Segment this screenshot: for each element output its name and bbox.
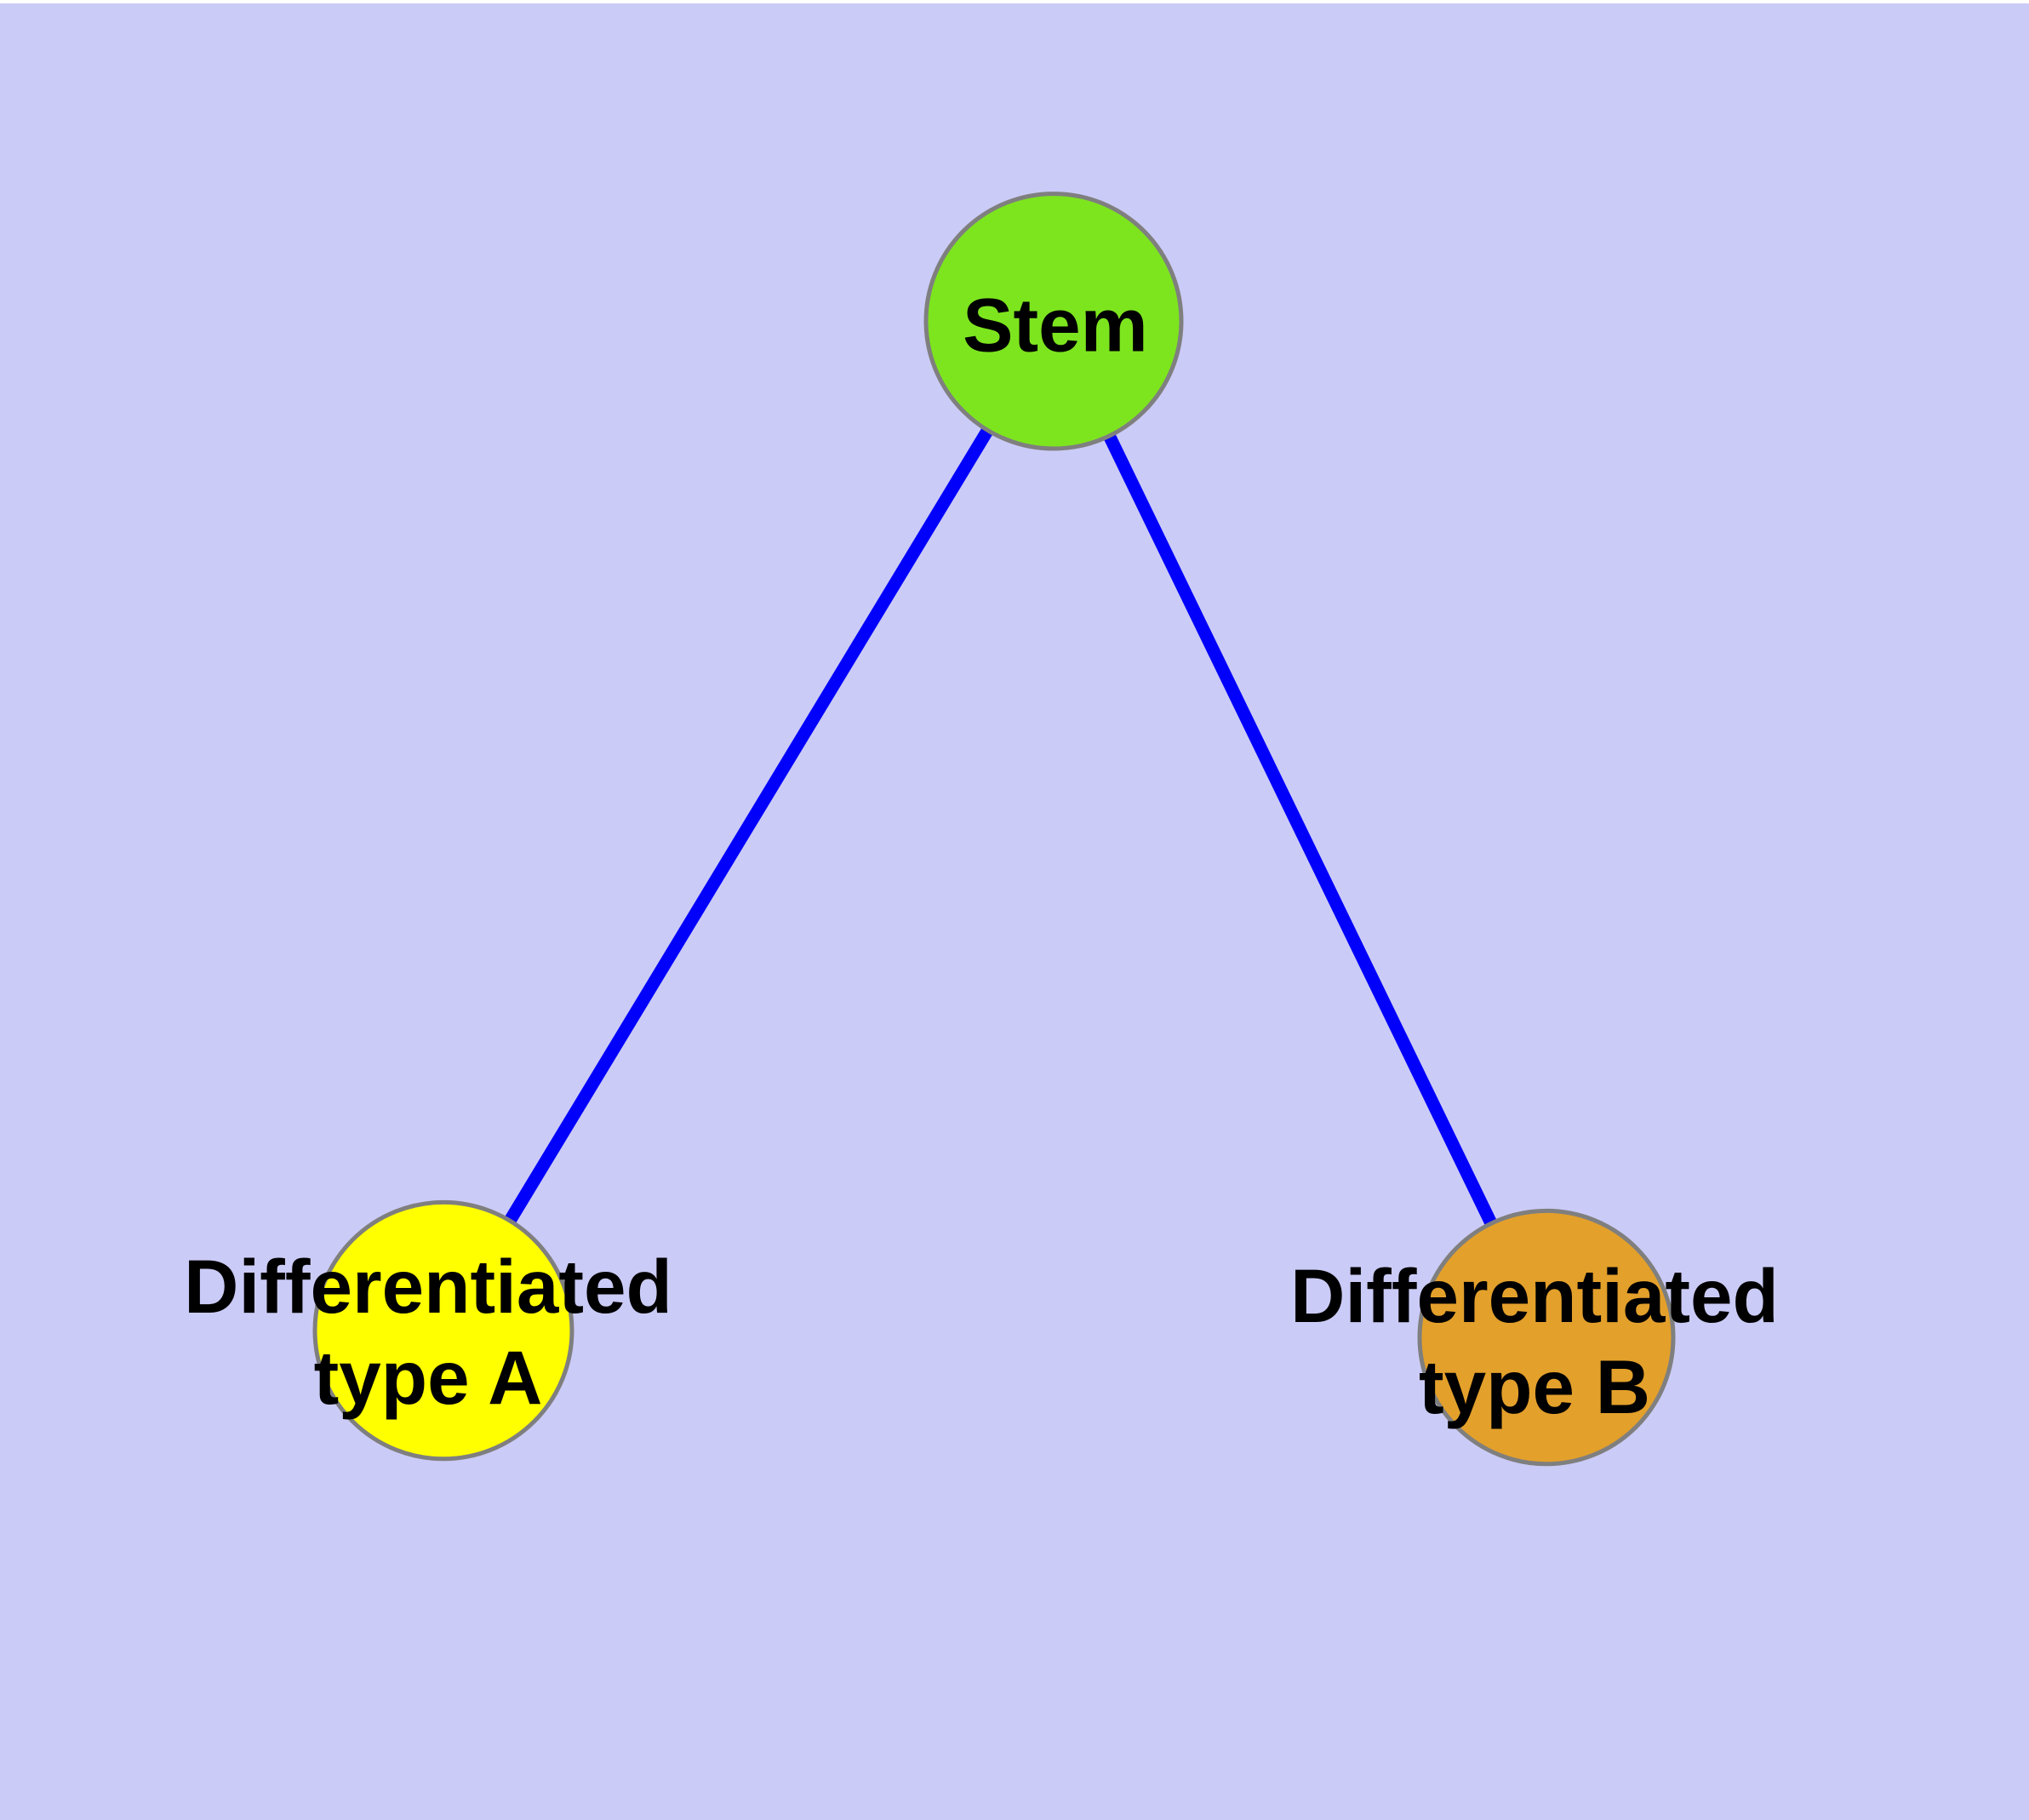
node-differentiated-type-a	[312, 1199, 574, 1462]
graph-svg	[312, 192, 1676, 1467]
edge-stem-differentiated-type-b	[1048, 318, 1552, 1341]
nodes-layer	[312, 192, 1676, 1467]
node-differentiated-type-b	[1417, 1208, 1676, 1467]
edges-layer	[437, 318, 1552, 1341]
edge-stem-differentiated-type-a	[437, 318, 1060, 1334]
node-stem	[923, 192, 1184, 451]
